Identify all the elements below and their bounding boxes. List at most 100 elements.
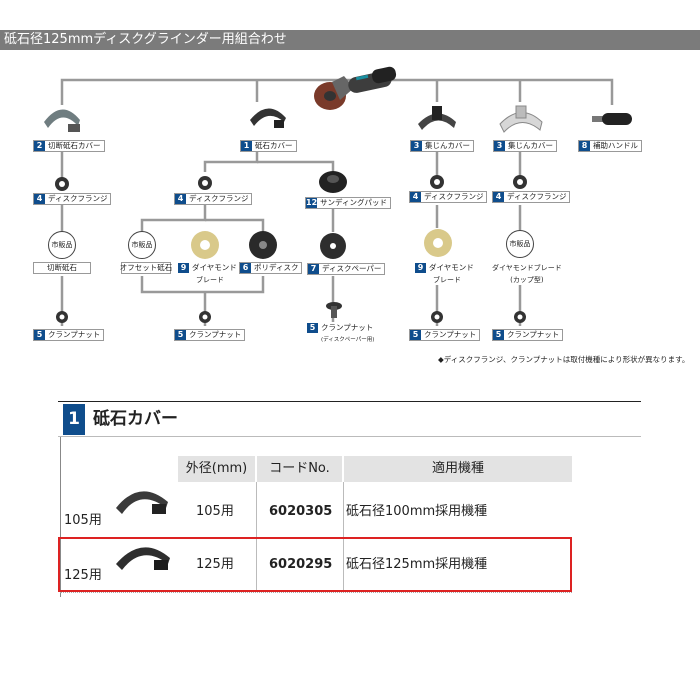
item-number: 9 (178, 263, 189, 273)
item-number: 5 (410, 330, 421, 340)
highlight-box (58, 537, 572, 592)
cut-wheel-cover-image (44, 109, 80, 132)
item-text: クランプナット (189, 330, 242, 339)
aux-handle-image (592, 113, 632, 125)
item-text-2: ブレード (196, 276, 224, 284)
sanding-pad-label: 12 サンディングパッド (305, 197, 391, 209)
clamp-nut-d-label: 5 クランプナット (409, 329, 481, 341)
item-number: 1 (241, 141, 252, 151)
item-text: ディスクフランジ (48, 194, 108, 203)
footnote: ◆ディスクフランジ、クランプナットは取付機種により形状が異なります。 (438, 355, 690, 364)
item-text: ディスクフランジ (189, 194, 249, 203)
item-text: ダイヤモンド (429, 263, 474, 272)
item-text: ダイヤモンド (192, 263, 237, 272)
disc-flange-b-label: 4 ディスクフランジ (174, 193, 253, 205)
item-text-2: (カップ型) (510, 276, 544, 284)
clamp-nut-a-label: 5 クランプナット (33, 329, 105, 341)
clamp-nut-b-label: 5 クランプナット (174, 329, 246, 341)
item-number: 12 (306, 198, 318, 208)
item-number: 9 (415, 263, 426, 273)
row2-side-label: 125用 (64, 568, 102, 583)
item-number: 8 (579, 141, 590, 151)
disc-paper-label: 7 ディスクペーパー (307, 263, 386, 275)
offset-wheel-label: オフセット砥石 (119, 262, 173, 274)
disc-flange-a-label: 4 ディスクフランジ (33, 193, 112, 205)
clamp-nut-e-image (514, 311, 526, 323)
row1-size: 105用 (196, 504, 234, 519)
item-number: 2 (34, 141, 45, 151)
item-number: 7 (308, 264, 319, 274)
aux-handle-label: 8 補助ハンドル (578, 140, 642, 152)
section-bottom-rule (58, 436, 641, 437)
item-text: 切断砥石 (47, 263, 77, 272)
row2-size: 125用 (196, 557, 234, 572)
item-number: 6 (240, 263, 251, 273)
item-number: 4 (493, 192, 504, 202)
item-number: 4 (175, 194, 186, 204)
section-left-rule (60, 437, 61, 597)
section-number: 1 (63, 404, 85, 435)
item-number: 3 (494, 141, 505, 151)
clamp-nut-e-label: 5 クランプナット (492, 329, 564, 341)
item-text: ダイヤモンドブレード (492, 264, 562, 272)
diamond-cup-label: ダイヤモンドブレード (カップ型) (492, 262, 565, 286)
disc-flange-b-image (198, 176, 212, 190)
item-text: ディスクフランジ (507, 192, 567, 201)
wheel-cover-label: 1 砥石カバー (240, 140, 297, 152)
page-title: 砥石径125mmディスクグラインダー用組合わせ (4, 32, 287, 47)
dust-cover-b-label: 3 集じんカバー (493, 140, 557, 152)
row1-side-label: 105用 (64, 513, 102, 528)
row1-models: 砥石径100mm採用機種 (346, 504, 488, 519)
item-text: ポリディスク (254, 263, 299, 272)
cut-wheel-label: 切断砥石 (33, 262, 91, 274)
item-text: 集じんカバー (425, 141, 470, 150)
col-header-code: コードNo. (257, 456, 342, 482)
item-text: クランプナット (507, 330, 560, 339)
grinder-image (314, 66, 397, 110)
disc-flange-c-label: 4 ディスクフランジ (409, 191, 488, 203)
item-number: 3 (411, 141, 422, 151)
commercial-item-a: 市販品 (48, 231, 76, 259)
dust-cover-b-image (499, 105, 543, 133)
poly-disc-label: 6 ポリディスク (239, 262, 303, 274)
item-text: ディスクペーパー (322, 264, 382, 273)
row2-code: 6020295 (269, 557, 333, 572)
disc-flange-d-image (513, 175, 527, 189)
item-text-2: ブレード (433, 276, 461, 284)
item-number: 5 (34, 330, 45, 340)
row1-code: 6020305 (269, 504, 333, 519)
clamp-nut-c-image (326, 302, 342, 318)
item-text: ディスクフランジ (424, 192, 484, 201)
item-number: 5 (307, 323, 318, 333)
item-text: クランプナット (321, 323, 374, 332)
cover-105-image (116, 491, 168, 514)
section-title: 砥石カバー (93, 409, 178, 429)
cut-wheel-cover-label: 2 切断砥石カバー (33, 140, 105, 152)
item-text: 集じんカバー (508, 141, 553, 150)
disc-flange-c-image (430, 175, 444, 189)
item-number: 4 (34, 194, 45, 204)
item-text: クランプナット (424, 330, 477, 339)
cover-125-image (116, 547, 170, 570)
item-text: オフセット砥石 (119, 263, 173, 272)
item-number: 5 (175, 330, 186, 340)
clamp-nut-b-image (199, 311, 211, 323)
disc-flange-a-image (55, 177, 69, 191)
poly-disc-image (249, 231, 277, 259)
diamond-blade-b-image (424, 229, 452, 257)
disc-paper-image (320, 233, 346, 259)
section-top-rule (58, 401, 641, 402)
bottom-dotted-rule (60, 592, 572, 594)
page-header: 砥石径125mmディスクグラインダー用組合わせ (0, 30, 700, 50)
commercial-item-c: 市販品 (506, 230, 534, 258)
item-number: 5 (493, 330, 504, 340)
disc-flange-d-label: 4 ディスクフランジ (492, 191, 571, 203)
clamp-nut-d-image (431, 311, 443, 323)
item-text: サンディングパッド (320, 198, 387, 207)
row2-models: 砥石径125mm採用機種 (346, 557, 488, 572)
col-header-size: 外径(mm) (178, 456, 255, 482)
sanding-pad-image (319, 171, 347, 193)
